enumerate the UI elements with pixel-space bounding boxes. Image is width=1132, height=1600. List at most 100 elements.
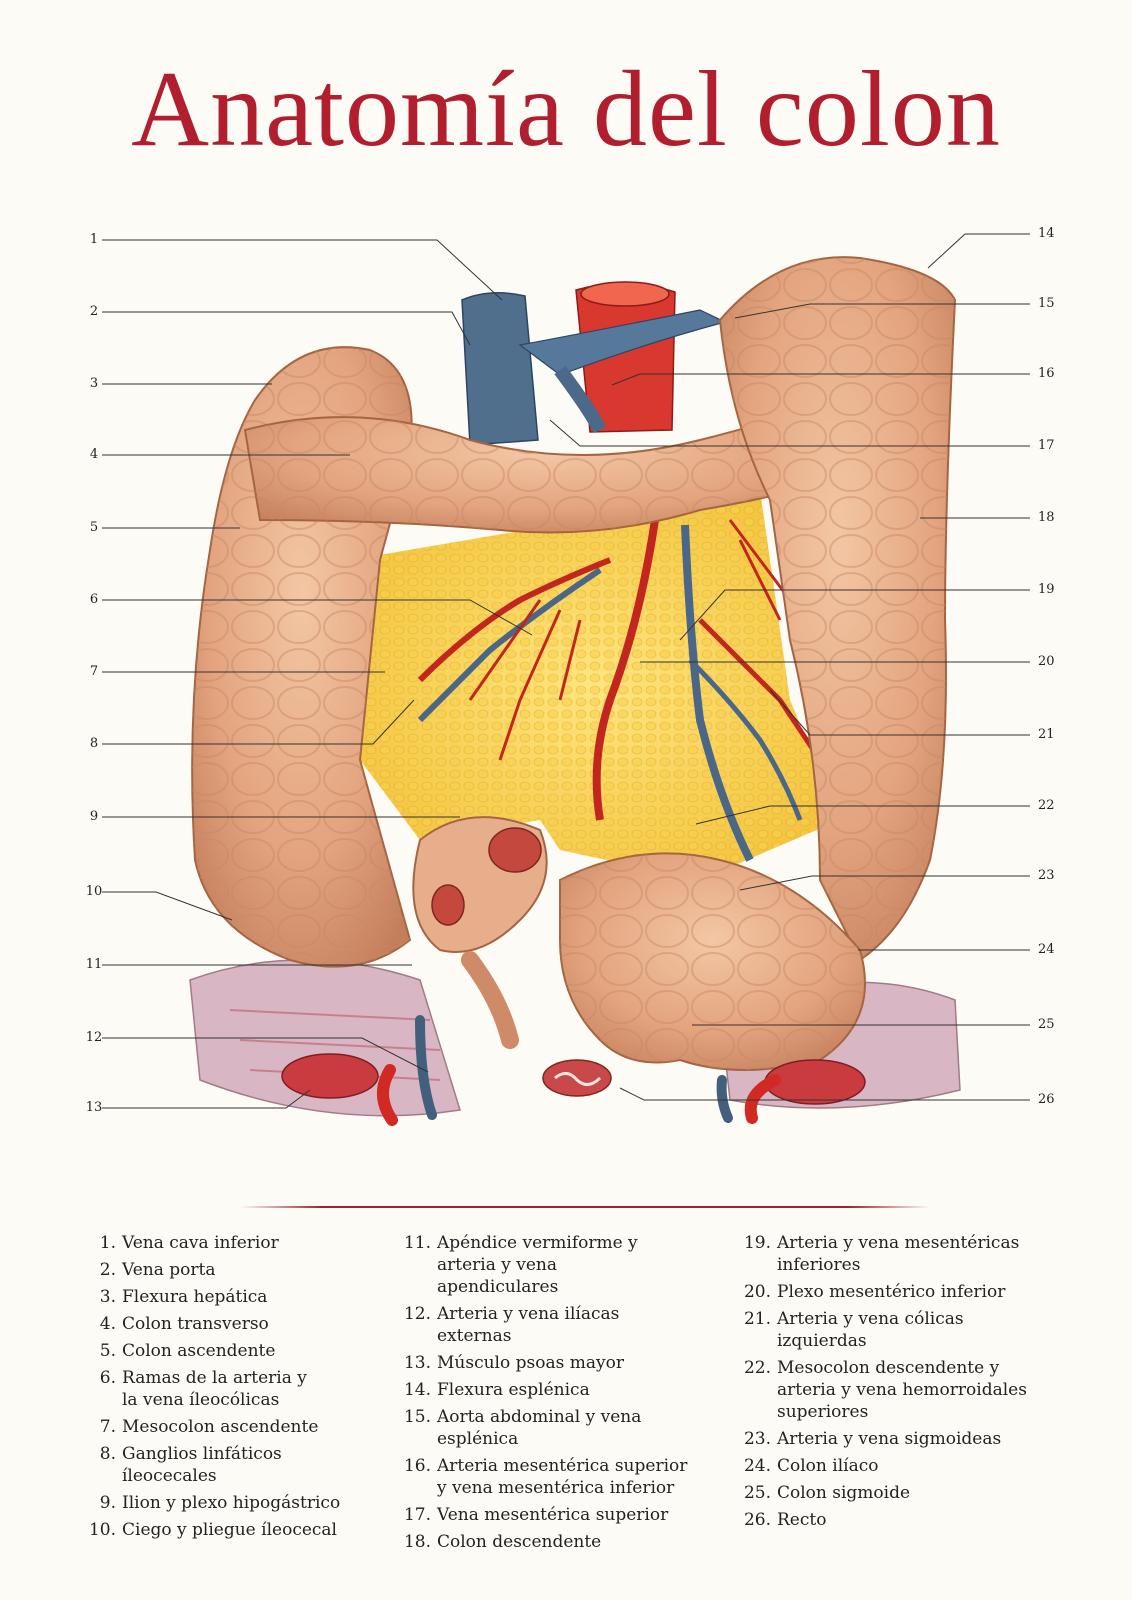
major-vessels [417,281,823,862]
legend-item-number: 21. [743,1309,771,1329]
callout-number-26: 26 [1038,1092,1055,1107]
legend-item-number: 14. [403,1380,431,1400]
legend-item: 2. Vena porta [80,1259,390,1281]
legend-item-number: 23. [743,1429,771,1449]
callout-number-11: 11 [85,957,103,972]
legend-item-number: 10. [88,1520,116,1540]
legend-item-label: Vena mesentérica superior [437,1505,669,1525]
legend-item-label: Ramas de la arteria y la vena íleocólica… [122,1368,307,1410]
legend-item-number: 5. [99,1341,116,1361]
legend-item-number: 3. [99,1287,116,1307]
legend-item-number: 13. [403,1353,431,1373]
anatomy-drawing [102,233,1030,1126]
legend-item-number: 18. [403,1532,431,1552]
callout-number-17: 17 [1038,438,1055,453]
callout-number-4: 4 [89,447,99,462]
callout-number-21: 21 [1038,727,1055,742]
legend-column-2: 11.Apéndice vermiforme y arteria y vena … [395,1232,725,1558]
legend-item-label: Aorta abdominal y vena esplénica [437,1407,642,1449]
legend-item: 25. Colon sigmoide [735,1482,1065,1504]
legend-item-label: Arteria y vena ilíacas externas [437,1304,620,1346]
callout-number-7: 7 [89,664,99,679]
legend-item-number: 15. [403,1407,431,1427]
colon-anatomy-illustration: 1 2 3 4 5 6 7 8 9 10 11 12 13 14 15 16 1… [85,226,1055,1126]
callout-number-16: 16 [1038,366,1055,381]
legend-item-number: 26. [743,1510,771,1530]
legend-item: 12. Arteria y vena ilíacas externas [395,1303,725,1347]
legend-item-label: Ciego y pliegue íleocecal [122,1520,337,1540]
legend-item-label: Colon sigmoide [777,1483,911,1503]
callout-number-22: 22 [1038,798,1055,813]
legend-item-number: 25. [743,1483,771,1503]
legend-item-label: Colon ascendente [122,1341,276,1361]
legend-item: 9. Ilion y plexo hipogástrico [80,1492,390,1514]
legend-item-number: 17. [403,1505,431,1525]
legend-item: 16. Arteria mesentérica superior y vena m… [395,1455,725,1499]
legend-item-label: Arteria y vena cólicas izquierdas [777,1309,964,1351]
callout-number-1: 1 [89,232,99,247]
legend-item: 4.Colon transverso [80,1313,390,1335]
legend-item: 20. Plexo mesentérico inferior [735,1281,1065,1303]
callout-number-3: 3 [89,376,99,391]
callout-number-5: 5 [89,520,99,535]
legend-item-number: 22. [743,1358,771,1378]
callout-number-20: 20 [1038,654,1055,669]
legend-item-label: Arteria y vena sigmoideas [777,1429,1002,1449]
callout-number-25: 25 [1038,1017,1055,1032]
legend-item-number: 9. [99,1493,116,1513]
legend-item-number: 20. [743,1282,771,1302]
legend-item-number: 12. [403,1304,431,1324]
legend-item-label: Flexura hepática [122,1287,268,1307]
legend-item-label: Plexo mesentérico inferior [777,1282,1006,1302]
legend-item-number: 19. [743,1233,771,1253]
legend-item: 17. Vena mesentérica superior [395,1504,725,1526]
psoas-and-iliac-vessels [281,1015,866,1126]
legend-item-label: Arteria mesentérica superior y vena mese… [437,1456,688,1498]
legend-item-label: Arteria y vena mesentéricas inferiores [777,1233,1020,1275]
legend-item-label: Flexura esplénica [437,1380,590,1400]
legend-column-3: 19. Arteria y vena mesentéricas inferiore… [735,1232,1065,1536]
legend-item: 14. Flexura esplénica [395,1379,725,1401]
legend-item-label: Vena porta [122,1260,216,1280]
legend-item-label: Ganglios linfáticos íleocecales [122,1444,282,1486]
legend-item-number: 6. [99,1368,116,1388]
legend-item: 5. Colon ascendente [80,1340,390,1362]
page-title: Anatomía del colon [131,50,1001,169]
legend-item-label: Mesocolon ascendente [122,1417,319,1437]
legend-item-number: 8. [99,1444,116,1464]
legend-item-label: Mesocolon descendente y arteria y vena h… [777,1358,1027,1422]
legend-item: 21. Arteria y vena cólicas izquierdas [735,1308,1065,1352]
callout-number-6: 6 [89,592,99,607]
legend-item-number: 2. [99,1260,116,1280]
legend-item: 19. Arteria y vena mesentéricas inferiore… [735,1232,1065,1276]
legend-item-number: 7. [99,1417,116,1437]
legend-item: 15. Aorta abdominal y vena esplénica [395,1406,725,1450]
legend-item-label: Colon descendente [437,1532,602,1552]
legend-item-label: Colon ilíaco [777,1456,879,1476]
legend-item-number: 24. [743,1456,771,1476]
legend-item-number: 1. [99,1233,116,1253]
callout-number-10: 10 [85,884,103,899]
callout-number-23: 23 [1038,868,1055,883]
legend-item-label: Recto [777,1510,827,1530]
callout-number-9: 9 [89,809,99,824]
legend-item: 7. Mesocolon ascendente [80,1416,390,1438]
callout-number-14: 14 [1038,226,1055,241]
callout-number-13: 13 [85,1100,103,1115]
callout-number-24: 24 [1038,942,1055,957]
legend-item-number: 16. [403,1456,431,1476]
callout-number-15: 15 [1038,296,1055,311]
legend-item: 13. Músculo psoas mayor [395,1352,725,1374]
legend-item-label: Músculo psoas mayor [437,1353,624,1373]
callout-number-12: 12 [85,1030,103,1045]
colon [191,256,957,1097]
legend-item: 26. Recto [735,1509,1065,1531]
legend-item-number: 11. [403,1233,431,1253]
legend-item: 8. Ganglios linfáticos íleocecales [80,1443,390,1487]
legend-item-label: Ilion y plexo hipogástrico [122,1493,341,1513]
legend-item-label: Colon transverso [122,1314,269,1334]
legend-item: 6. Ramas de la arteria y la vena íleocóli… [80,1367,390,1411]
legend-item: 10. Ciego y pliegue íleocecal [80,1519,390,1541]
callout-number-19: 19 [1038,582,1055,597]
legend-item-label: Vena cava inferior [122,1233,279,1253]
